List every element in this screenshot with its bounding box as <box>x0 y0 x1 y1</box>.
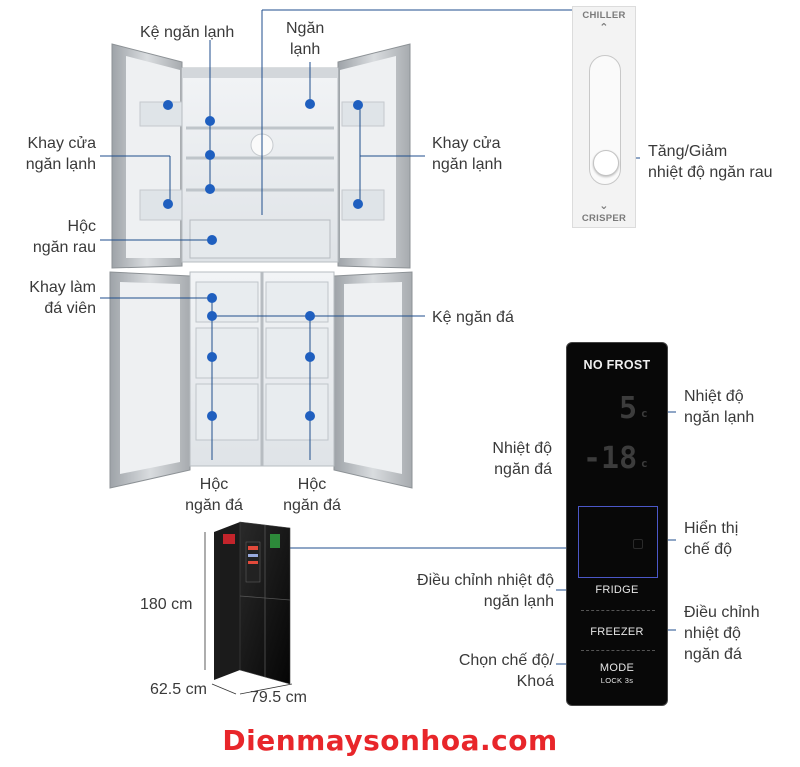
callout-dot <box>207 352 217 362</box>
callout-dot <box>207 311 217 321</box>
dimension-width: 79.5 cm <box>250 689 307 706</box>
fridge-button[interactable]: FRIDGE <box>595 584 639 596</box>
callout-dot <box>305 352 315 362</box>
mode-button[interactable]: MODE <box>599 662 635 674</box>
fridge-closed-illustration <box>214 521 291 685</box>
label-freezer-shelf: Kệ ngăn đá <box>432 309 514 326</box>
callout-dot <box>353 100 363 110</box>
chiller-label: CHILLER <box>582 10 626 21</box>
fridge-temp-unit: c <box>641 407 648 420</box>
callout-dot <box>163 100 173 110</box>
callout-dot <box>205 184 215 194</box>
label-mode-lock: Chọn chế độ/Khoá <box>458 652 554 690</box>
freezer-cabinet <box>189 271 335 467</box>
lock-hint: LOCK 3s <box>600 676 634 685</box>
callout-dot <box>207 293 217 303</box>
callout-dot <box>305 311 315 321</box>
callout-dot <box>205 116 215 126</box>
freezer-temp-unit: c <box>641 457 648 470</box>
lock-icon <box>633 539 643 549</box>
callout-dot <box>353 199 363 209</box>
callout-dot <box>205 150 215 160</box>
slider-knob[interactable] <box>593 150 619 176</box>
freezer-button[interactable]: FREEZER <box>590 626 644 638</box>
fridge-temp-readout: 5 <box>619 391 638 426</box>
callout-dot <box>207 235 217 245</box>
label-shelf-cool: Kệ ngăn lạnh <box>140 24 235 41</box>
chevron-down-icon: ⌄ <box>599 200 609 212</box>
crisper-label: CRISPER <box>581 213 627 224</box>
panel-header: NO FROST <box>583 358 651 372</box>
callout-dot <box>305 99 315 109</box>
divider <box>581 650 655 651</box>
dimension-depth: 62.5 cm <box>150 681 207 698</box>
callout-dot <box>305 411 315 421</box>
fridge-cabinet <box>181 67 339 263</box>
chevron-up-icon: ⌃ <box>599 22 609 34</box>
control-panel: NO FROST 5 c -18 c FRIDGE FREEZER MODE L… <box>566 342 668 706</box>
divider <box>581 610 655 611</box>
freezer-temp-readout: -18 <box>583 441 638 476</box>
right-lower-door <box>333 271 413 489</box>
callout-dot <box>207 411 217 421</box>
dimension-height: 180 cm <box>140 596 193 613</box>
chiller-slider-card: CHILLER ⌃ ⌄ CRISPER <box>572 6 636 228</box>
left-lower-door <box>109 271 191 489</box>
mode-display-frame <box>578 506 658 578</box>
brand-watermark[interactable]: Dienmaysonhoa.com <box>222 724 558 757</box>
callout-dot <box>163 199 173 209</box>
callout-dots <box>163 99 363 421</box>
